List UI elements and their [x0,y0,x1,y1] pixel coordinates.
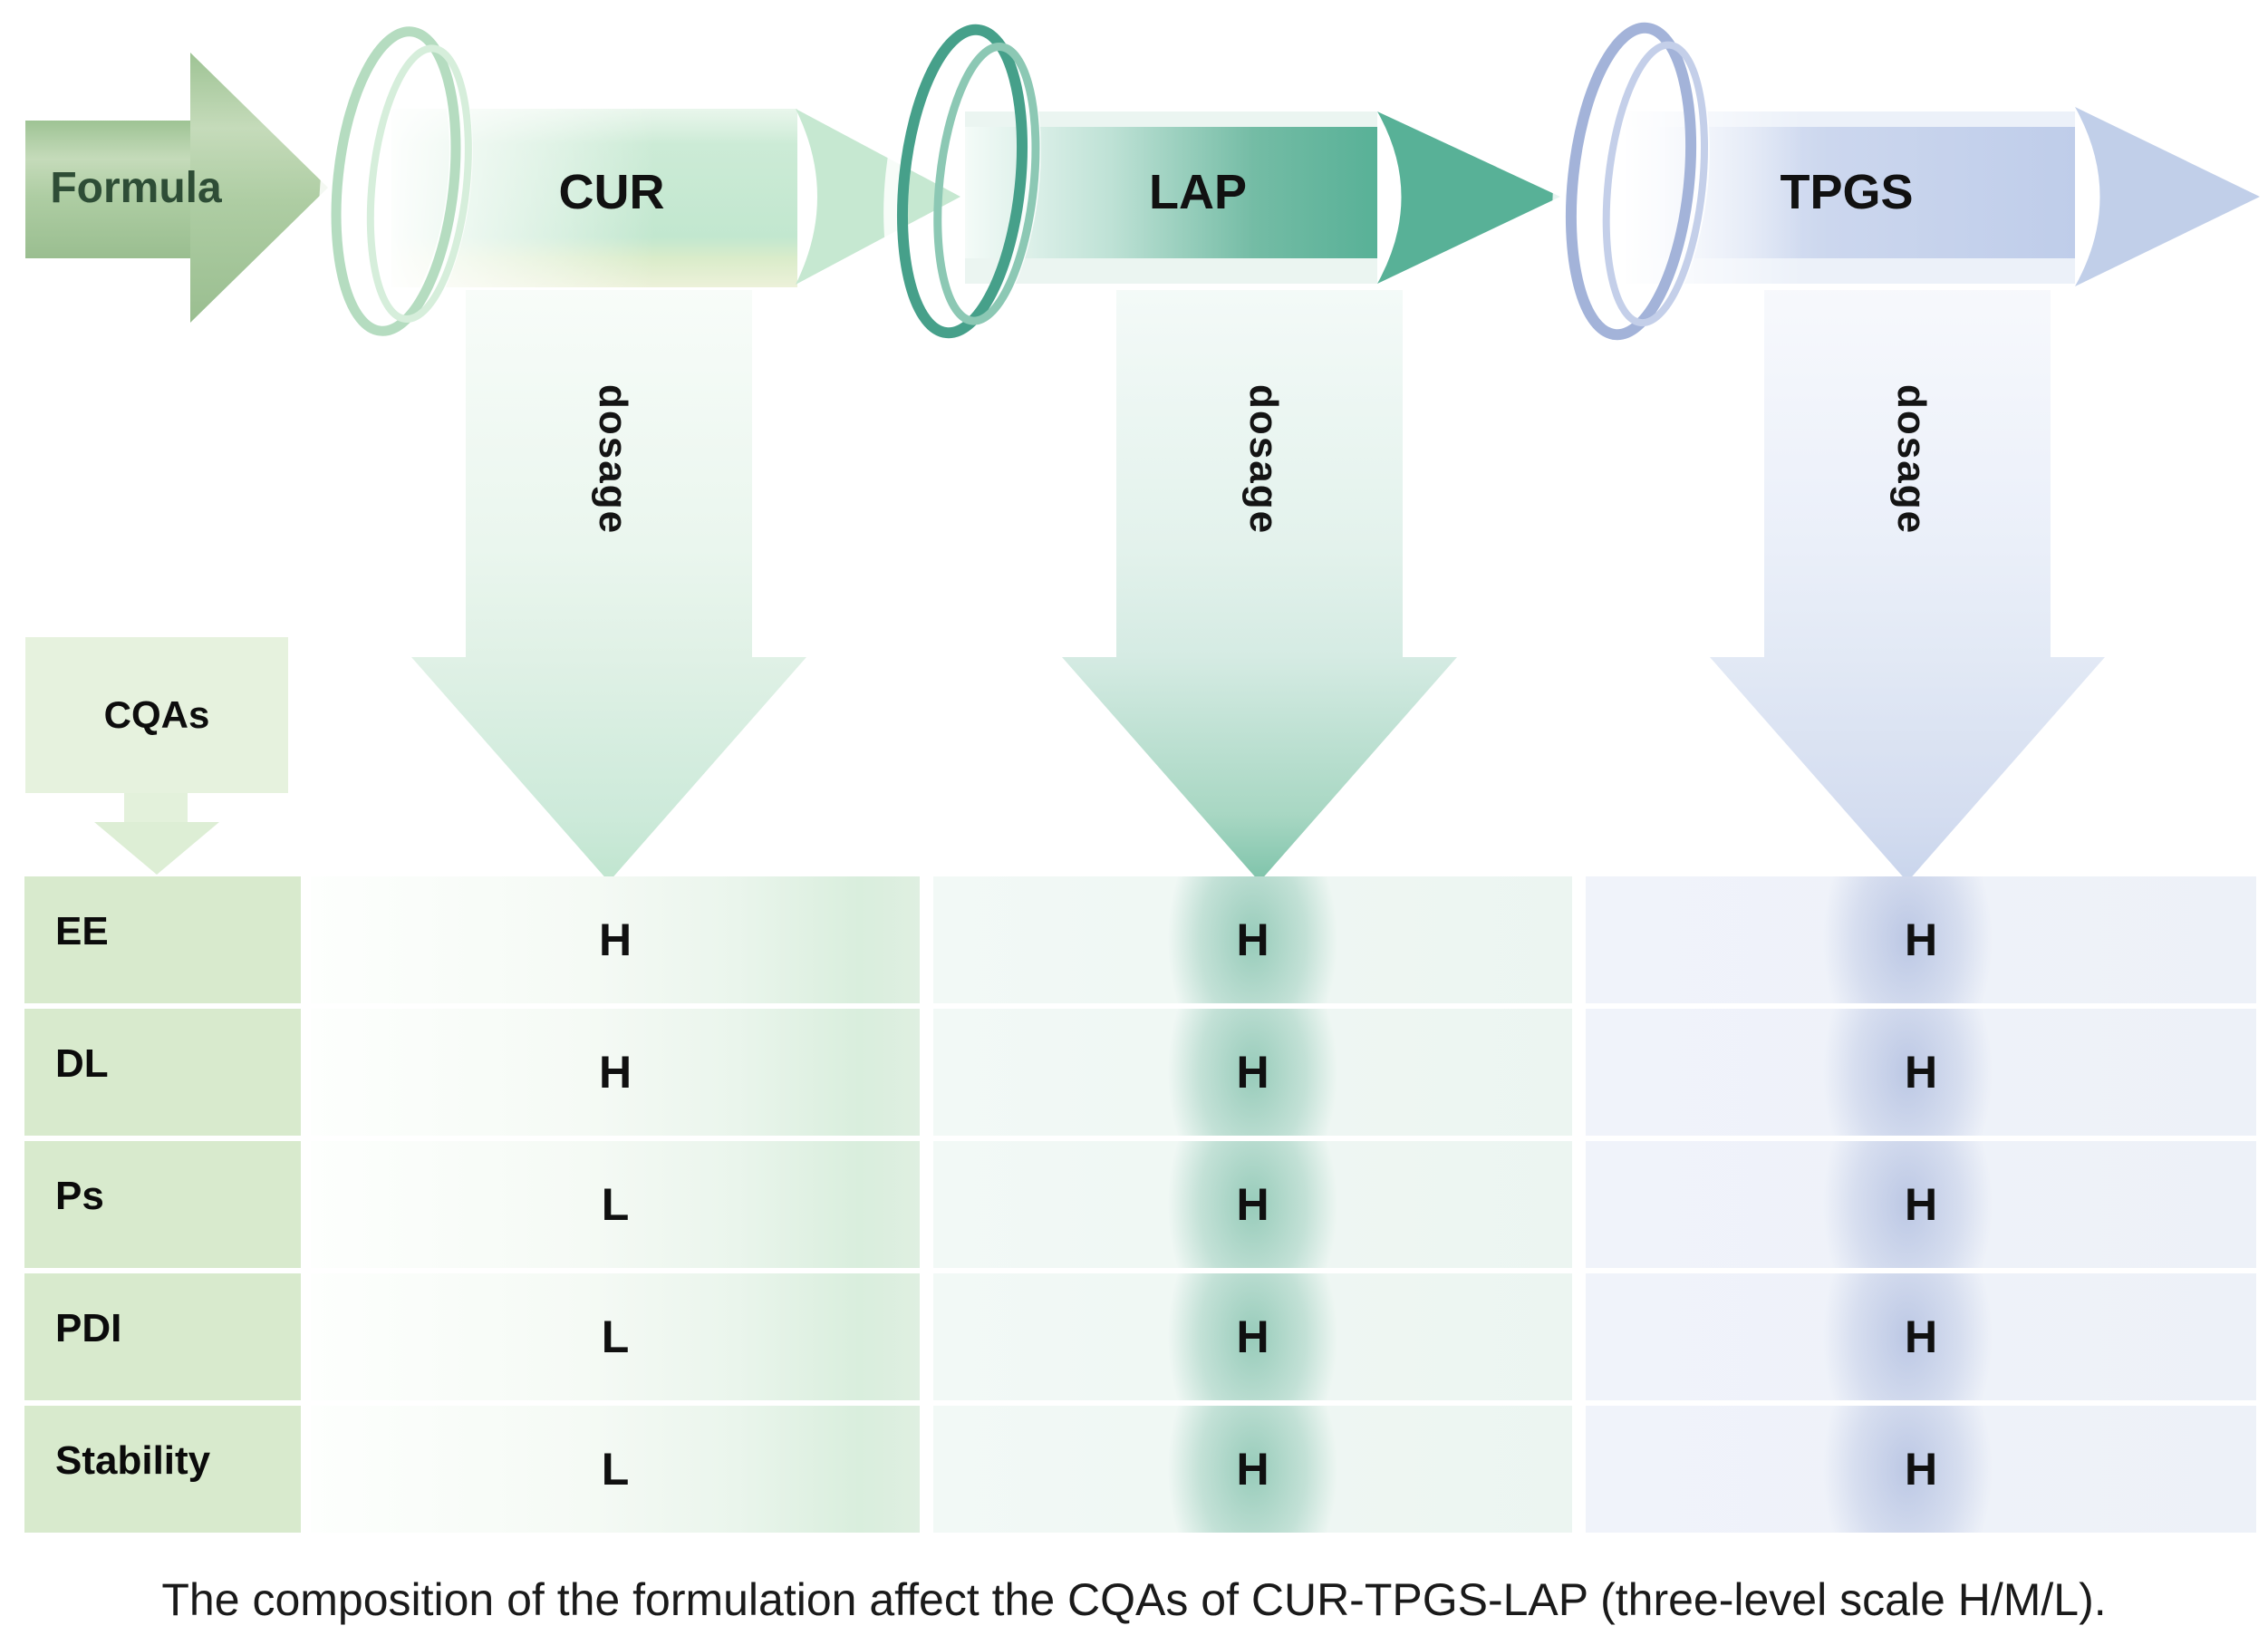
row-header-dl: DL [24,1009,301,1136]
cell-pdi-tpgs: H [1586,1273,2256,1400]
cell-dl-lap: H [933,1009,1572,1136]
cqas-label: CQAs [103,693,210,736]
row-header-ps: Ps [24,1141,301,1268]
cell-dl-tpgs: H [1586,1009,2256,1136]
formula-arrow [25,53,328,323]
cell-stability-cur: L [311,1406,920,1533]
cqas-arrowhead [94,822,219,875]
dosage-arrow-lap [1116,290,1403,657]
cell-ps-tpgs: H [1586,1141,2256,1268]
dosage-label-lap: dosage [1241,384,1286,536]
lens-ring-2-icon [883,13,1041,350]
dosage-arrowhead-lap [1062,657,1457,882]
lens-ring-1-icon [319,15,473,347]
stage-label-cur: CUR [558,165,665,219]
dosage-arrowhead-cur [411,657,806,882]
cell-ee-tpgs: H [1586,876,2256,1003]
cell-stability-tpgs: H [1586,1406,2256,1533]
lens-ring-3-icon [1552,13,1710,350]
dosage-arrow-cur [466,290,752,657]
row-header-stability: Stability [24,1406,301,1533]
figure-caption: The composition of the formulation affec… [161,1574,2107,1625]
row-header-ee: EE [24,876,301,1003]
dosage-label-cur: dosage [591,384,635,536]
dosage-arrowhead-tpgs [1710,657,2105,882]
dosage-label-tpgs: dosage [1889,384,1934,536]
cqas-arrow [124,793,188,822]
formula-label: Formula [50,164,222,212]
dosage-arrow-tpgs [1764,290,2051,657]
row-header-pdi: PDI [24,1273,301,1400]
cell-stability-lap: H [933,1406,1572,1533]
stage-label-tpgs: TPGS [1780,165,1914,219]
stage-label-lap: LAP [1149,165,1247,219]
cell-pdi-lap: H [933,1273,1572,1400]
cell-ps-cur: L [311,1141,920,1268]
cqas-box: CQAs [25,637,288,793]
cell-ee-cur: H [311,876,920,1003]
cell-pdi-cur: L [311,1273,920,1400]
cell-ee-lap: H [933,876,1572,1003]
top-flow-graphic [25,13,2260,350]
cell-dl-cur: H [311,1009,920,1136]
cell-ps-lap: H [933,1141,1572,1268]
